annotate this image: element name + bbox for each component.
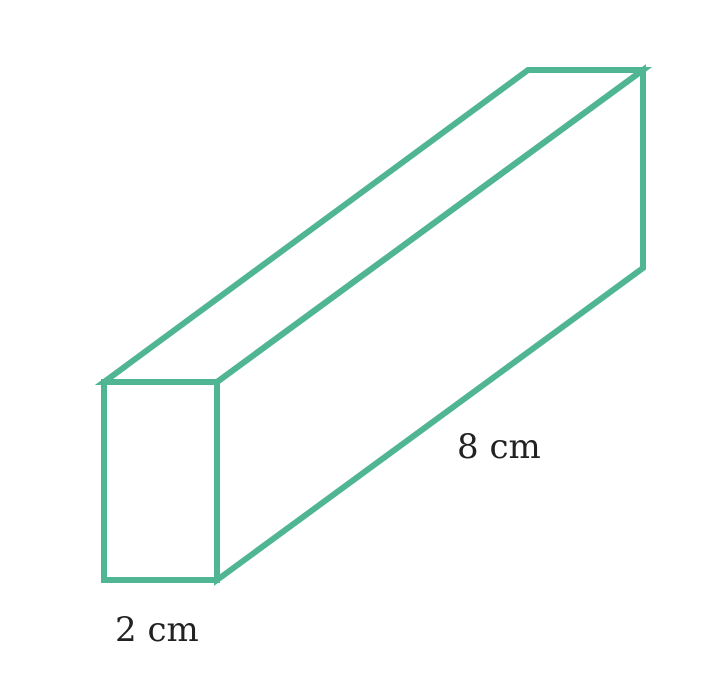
width-label: 2 cm [115, 610, 199, 650]
top-face [94, 67, 653, 385]
front-face [101, 379, 220, 583]
length-label: 8 cm [457, 427, 541, 467]
side-face [214, 64, 646, 586]
